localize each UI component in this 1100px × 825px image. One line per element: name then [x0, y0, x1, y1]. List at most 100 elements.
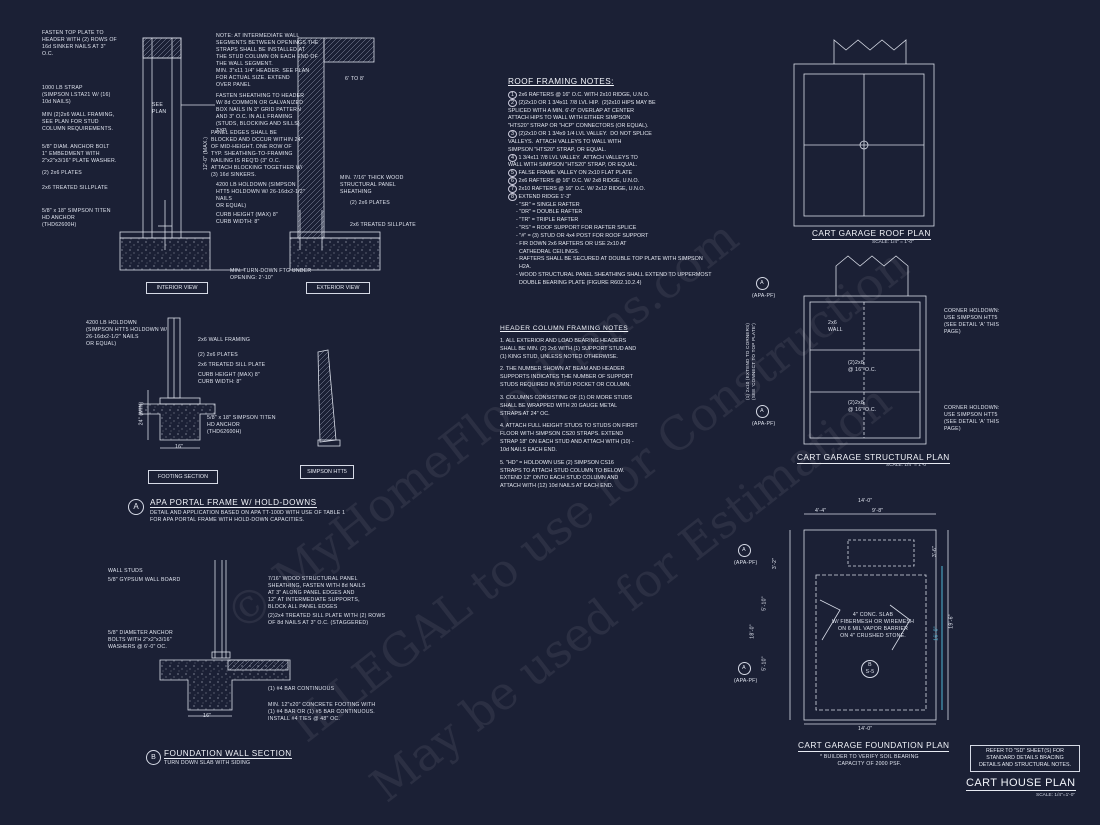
roof-note-7: 7 2x10 RAFTERS @ 16" O.C. W/ 2x12 RIDGE,… — [508, 184, 698, 194]
roof-extra-6: - FIR DOWN 2x6 RAFTERS OR USE 2x10 AT CA… — [516, 240, 627, 255]
callout-tag: (APA-PF) — [752, 421, 776, 427]
structural-side-label: (1) 2x10 (EXTEND TO CORNERS) (SEE 'CONNE… — [745, 322, 757, 400]
apa-title: APA PORTAL FRAME W/ HOLD-DOWNS — [150, 498, 317, 508]
callout-tag: (APA-PF) — [734, 560, 758, 566]
footing-section-label: FOOTING SECTION — [148, 470, 218, 484]
roof-extra-7: - RAFTERS SHALL BE SECURED AT DOUBLE TOP… — [516, 256, 703, 271]
roof-note-3: 3 (2)2x10 OR 1 3/4x9 1/4 LVL VALLEY. DO … — [508, 130, 652, 153]
sheet-scale: SCALE: 1/4"=1'-0" — [1036, 793, 1076, 798]
roof-plan-scale: SCALE: 1/4" = 1'-0" — [872, 240, 914, 245]
apa-bubble: A — [128, 499, 144, 515]
foundation-left-note-1: WALL STUDS — [108, 568, 143, 574]
interior-view-drawing — [119, 37, 245, 271]
center-note-2: MIN. 3"x11 1/4" HEADER. SEE PLAN FOR ACT… — [216, 68, 310, 89]
exterior-note-2: (2) 2x6 PLATES — [350, 200, 390, 206]
see-plan-label: SEE PLAN — [152, 102, 167, 116]
interior-view-label: INTERIOR VIEW — [146, 282, 208, 294]
roof-extra-4: - "RS" = ROOF SUPPORT FOR RAFTER SPLICE — [516, 225, 637, 232]
refer-box: REFER TO "SD" SHEET(S) FOR STANDARD DETA… — [970, 745, 1080, 773]
callout-top: A — [755, 277, 769, 290]
simpson-htt5-drawing — [317, 349, 341, 447]
roof-extra-5: - "#" = (3) STUD OR 4x4 POST FOR ROOF SU… — [516, 232, 649, 239]
interior-note-2: 1000 LB STRAP (SIMPSON LSTA21 W/ (16) 10… — [42, 85, 111, 106]
foundation-bubble: B — [146, 750, 161, 765]
roof-extra-2: - "DR" = DOUBLE RAFTER — [516, 209, 583, 216]
header-notes-list: 1. ALL EXTERIOR AND LOAD BEARING HEADERS… — [500, 338, 660, 491]
structural-plan-scale: SCALE: 1/4" = 1'-0" — [886, 463, 928, 468]
fplan-dim-top-total: 14'-0" — [858, 498, 873, 504]
footing-note-1: 4200 LB HOLDOWN (SIMPSON HTT5 HOLDOWN W/… — [86, 320, 168, 348]
fplan-section-ref: B S-5 — [861, 660, 879, 678]
header-notes-heading: HEADER COLUMN FRAMING NOTES — [500, 325, 629, 332]
fplan-dim-top-2: 9'-8" — [872, 508, 884, 514]
callout-top: A — [737, 662, 751, 675]
section-ref-top: B — [868, 662, 872, 668]
roof-note-8: 8 EXTEND RIDGE 1'-3" — [508, 192, 698, 202]
structural-inside-1: 2x6 WALL — [828, 320, 843, 334]
fplan-dim-right-3: 19'-6" — [948, 614, 955, 629]
callout-tag: (APA-PF) — [752, 293, 776, 299]
foundation-plan-notes: * BUILDER TO VERIFY SOIL BEARING CAPACIT… — [820, 754, 919, 768]
foundation-left-note-3: 5/8" DIAMETER ANCHOR BOLTS WITH 2"x2"x3/… — [108, 630, 173, 651]
foundation-dim: 16" — [203, 713, 212, 719]
foundation-left-note-2: 5/8" GYPSUM WALL BOARD — [108, 577, 181, 583]
footing-dim-height: 24" (MIN) — [138, 401, 145, 426]
roof-extra-8: - WOOD STRUCTURAL PANEL SHEATHING SHALL … — [516, 272, 712, 286]
exterior-dim: 6' TO 8' — [345, 76, 365, 82]
center-note-7: MIN. TURN-DOWN FTG UNDER OPENING: 2'-10" — [230, 268, 312, 282]
roof-plan-title: CART GARAGE ROOF PLAN — [812, 228, 931, 240]
footing-section-drawing — [139, 317, 216, 449]
structural-inside-2: (2)2x8 @ 16" O.C. — [848, 360, 877, 374]
roof-note-6: 6 2x6 RAFTERS @ 16" O.C. W/ 2x8 RIDGE, U… — [508, 177, 698, 186]
interior-note-3: MIN (2)2x6 WALL FRAMING, SEE PLAN FOR ST… — [42, 112, 115, 133]
foundation-title: FOUNDATION WALL SECTION — [164, 749, 292, 759]
interior-note-7: 5/8" x 18" SIMPSON TITEN HD ANCHOR (THD6… — [42, 208, 111, 229]
exterior-view-label: EXTERIOR VIEW — [306, 282, 370, 294]
interior-note-1: FASTEN TOP PLATE TO HEADER WITH (2) ROWS… — [42, 30, 117, 58]
structural-callout-1: A (APA-PF) — [752, 277, 776, 300]
roof-note-1: 1 2x6 RAFTERS @ 16" O.C. WITH 2x10 RIDGE… — [508, 91, 698, 100]
foundation-subtitle: TURN DOWN SLAB WITH SIDING — [164, 760, 251, 766]
fplan-dim-left-3: 18'-0" — [749, 624, 756, 639]
header-note-4: 4. ATTACH FULL HEIGHT STUDS TO STUDS ON … — [500, 423, 638, 453]
section-ref-bot: S-5 — [865, 669, 875, 675]
center-note-4: PANEL EDGES SHALL BE BLOCKED AND OCCUR W… — [211, 130, 303, 179]
footing-note-3: (2) 2x6 PLATES — [198, 352, 238, 358]
header-note-5: 5. "HD" = HOLDOWN USE (2) SIMPSON CS16 S… — [500, 459, 625, 490]
callout-top: A — [737, 544, 751, 557]
exterior-note-1: MIN. 7/16" THICK WOOD STRUCTURAL PANEL S… — [340, 175, 404, 196]
foundation-right-note-4: MIN. 12"x20" CONCRETE FOOTING WITH (1) #… — [268, 702, 376, 723]
fplan-dim-left-2: 5'-10" — [761, 596, 768, 611]
structural-callout-2: A (APA-PF) — [752, 405, 776, 428]
roof-plan-drawing — [793, 39, 935, 227]
height-dim: 12'-0" (MAX.) — [203, 136, 210, 171]
roof-note-2: 2 (2)2x10 OR 1 3/4x11 7/8 LVL HIP. (2)2x… — [508, 98, 656, 130]
center-note-1: NOTE: AT INTERMEDIATE WALL SEGMENTS BETW… — [216, 33, 319, 68]
fplan-callout-2: A (APA-PF) — [734, 662, 757, 685]
fplan-dim-left-1: 3'-2" — [772, 557, 779, 570]
sheet-title: CART HOUSE PLAN — [966, 777, 1076, 791]
foundation-plan-drawing — [789, 513, 949, 725]
exterior-note-3: 2x6 TREATED SILLPLATE — [350, 222, 416, 228]
fplan-dim-left-4: 5'-10" — [761, 656, 768, 671]
center-note-6: CURB HEIGHT (MAX) 8" CURB WIDTH: 8" — [216, 212, 278, 226]
foundation-wall-section-drawing — [159, 560, 291, 717]
structural-plan-drawing — [803, 255, 927, 445]
roof-extra-3: - "TR" = TRIPLE RAFTER — [516, 217, 579, 224]
interior-note-4: 5/8" DIAM. ANCHOR BOLT 1'' EMBEDMENT WIT… — [42, 144, 117, 165]
interior-note-5: (2) 2x6 PLATES — [42, 170, 82, 176]
foundation-plan-title: CART GARAGE FOUNDATION PLAN — [798, 740, 950, 752]
structural-plan-title: CART GARAGE STRUCTURAL PLAN — [797, 452, 950, 464]
roof-note-4: 4 1 3/4x11 7/8 LVL VALLEY. ATTACH VALLEY… — [508, 153, 638, 169]
callout-top: A — [755, 405, 769, 418]
foundation-right-note-1: 7/16" WOOD STRUCTURAL PANEL SHEATHING, F… — [268, 576, 366, 611]
footing-dim-width: 16" — [175, 444, 184, 450]
footing-note-6: 5/8" x 18" SIMPSON TITEN HD ANCHOR (THD6… — [207, 415, 276, 436]
fplan-slab-note: 4" CONC. SLAB W/ FIBERMESH OR WIREMESH O… — [832, 612, 915, 640]
structural-note-2: CORNER HOLDOWN: USE SIMPSON HTT5 (SEE DE… — [944, 405, 1000, 433]
footing-note-2: 2x6 WALL FRAMING — [198, 337, 251, 343]
fplan-dim-right-2: 16'-0" — [933, 626, 940, 641]
roof-extra-1: - "SR" = SINGLE RAFTER — [516, 201, 580, 208]
roof-notes-list: 1 2x6 RAFTERS @ 16" O.C. WITH 2x10 RIDGE… — [508, 91, 712, 288]
